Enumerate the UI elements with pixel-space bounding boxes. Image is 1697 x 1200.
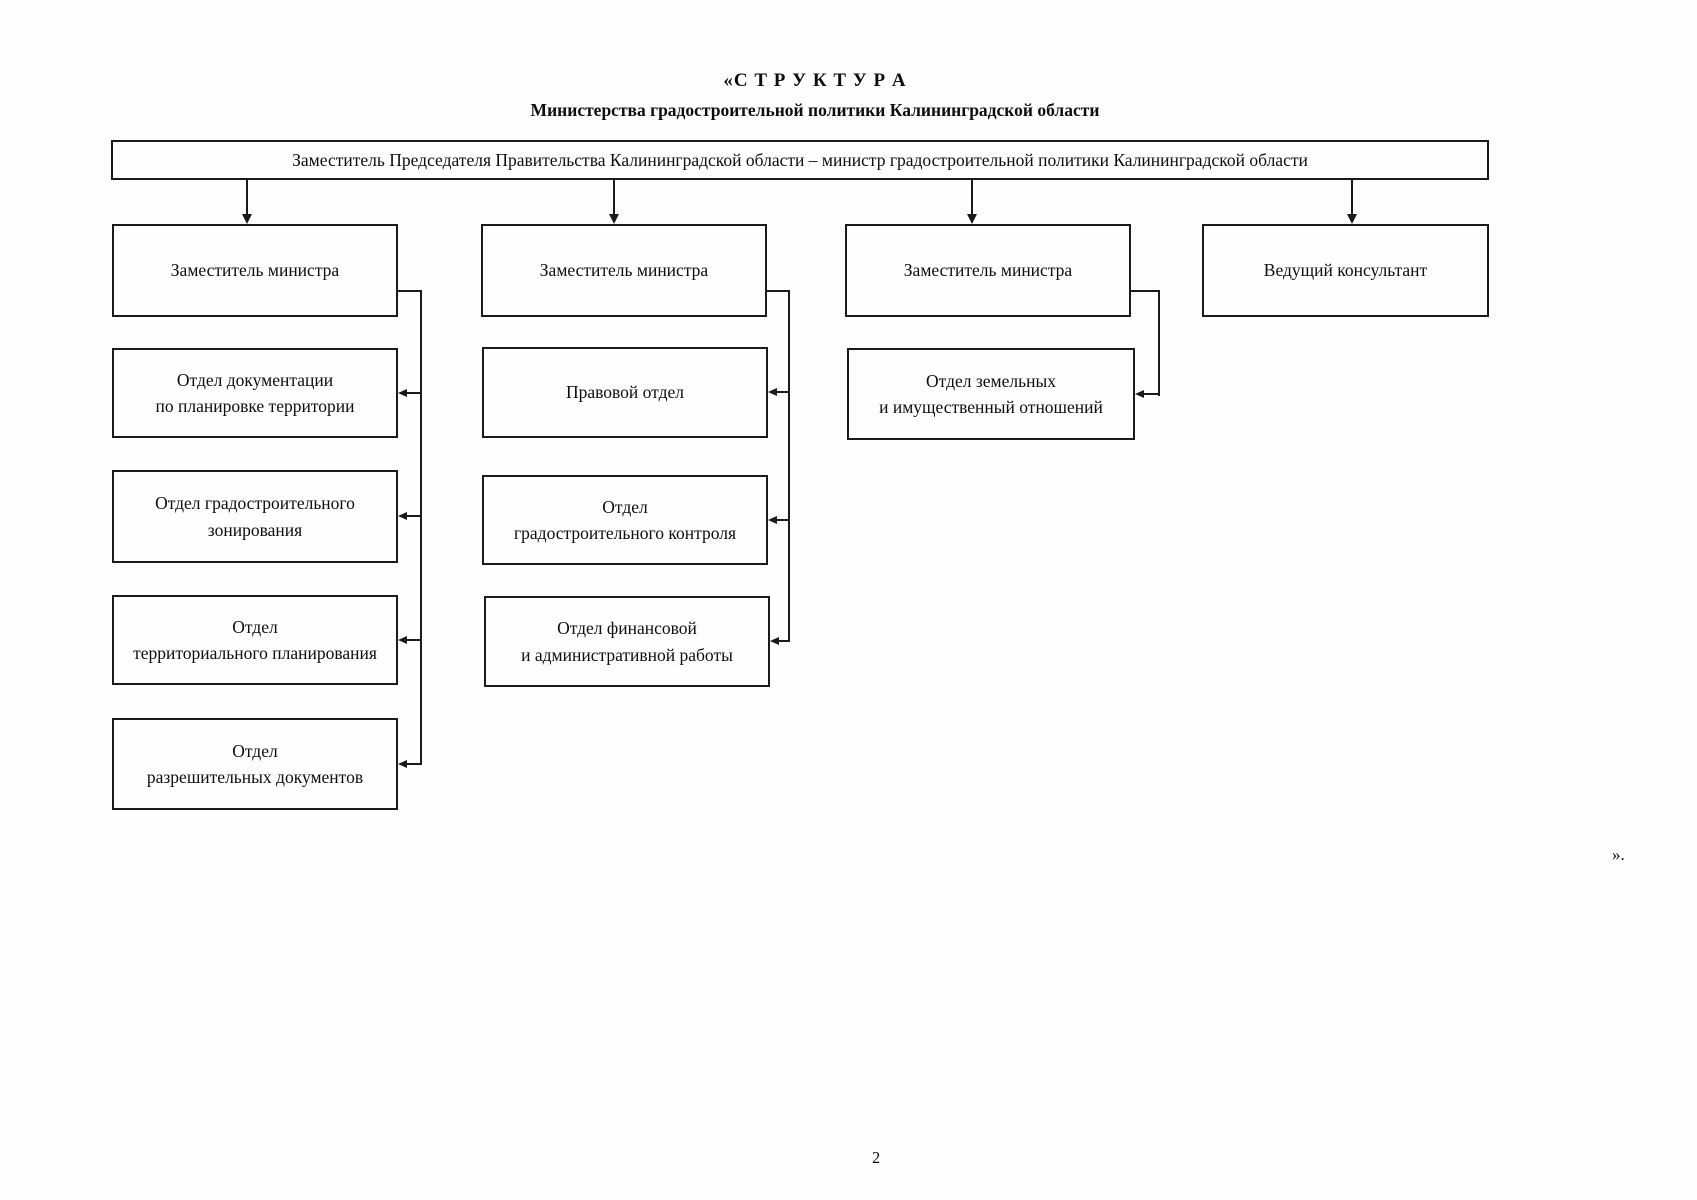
dept-urban-control-box: Отдел градостроительного контроля [482, 475, 768, 565]
connector-line [405, 515, 422, 517]
dept-land-property-box: Отдел земельных и имущественный отношени… [847, 348, 1135, 440]
connector-line [775, 519, 790, 521]
connector-line [613, 180, 615, 214]
left-arrow-icon [1135, 390, 1144, 398]
dept-legal-box: Правовой отдел [482, 347, 768, 438]
connector-line [1142, 393, 1160, 395]
left-arrow-icon [398, 512, 407, 520]
page-title: «С Т Р У К Т У Р А [723, 70, 907, 91]
connector-line [775, 391, 790, 393]
connector-line [777, 640, 790, 642]
left-arrow-icon [398, 389, 407, 397]
connector-line [767, 290, 790, 292]
connector-line [1131, 290, 1160, 292]
minister-box: Заместитель Председателя Правительства К… [111, 140, 1489, 180]
connector-line [405, 392, 422, 394]
left-arrow-icon [770, 637, 779, 645]
left-arrow-icon [768, 516, 777, 524]
connector-line [405, 763, 422, 765]
page-subtitle: Министерства градостроительной политики … [530, 100, 1100, 120]
connector-line [246, 180, 248, 214]
dept-finance-admin-box: Отдел финансовой и административной рабо… [484, 596, 770, 687]
left-arrow-icon [398, 760, 407, 768]
dept-territorial-planning-box: Отдел территориального планирования [112, 595, 398, 685]
page-number: 2 [872, 1148, 881, 1167]
connector-line [420, 290, 422, 765]
down-arrow-icon [1347, 214, 1357, 224]
dept-permit-documents-box: Отдел разрешительных документов [112, 718, 398, 810]
down-arrow-icon [609, 214, 619, 224]
lead-consultant-box: Ведущий консультант [1202, 224, 1489, 317]
dept-planning-documentation-box: Отдел документации по планировке террито… [112, 348, 398, 438]
down-arrow-icon [967, 214, 977, 224]
deputy-minister-2-box: Заместитель министра [481, 224, 767, 317]
connector-line [1158, 290, 1160, 396]
connector-line [405, 639, 422, 641]
down-arrow-icon [242, 214, 252, 224]
connector-line [1351, 180, 1353, 214]
left-arrow-icon [398, 636, 407, 644]
deputy-minister-3-box: Заместитель министра [845, 224, 1131, 317]
deputy-minister-1-box: Заместитель министра [112, 224, 398, 317]
connector-line [398, 290, 422, 292]
left-arrow-icon [768, 388, 777, 396]
closing-quote-mark: ». [1612, 845, 1625, 864]
connector-line [971, 180, 973, 214]
connector-line [788, 290, 790, 642]
dept-urban-zoning-box: Отдел градостроительного зонирования [112, 470, 398, 563]
